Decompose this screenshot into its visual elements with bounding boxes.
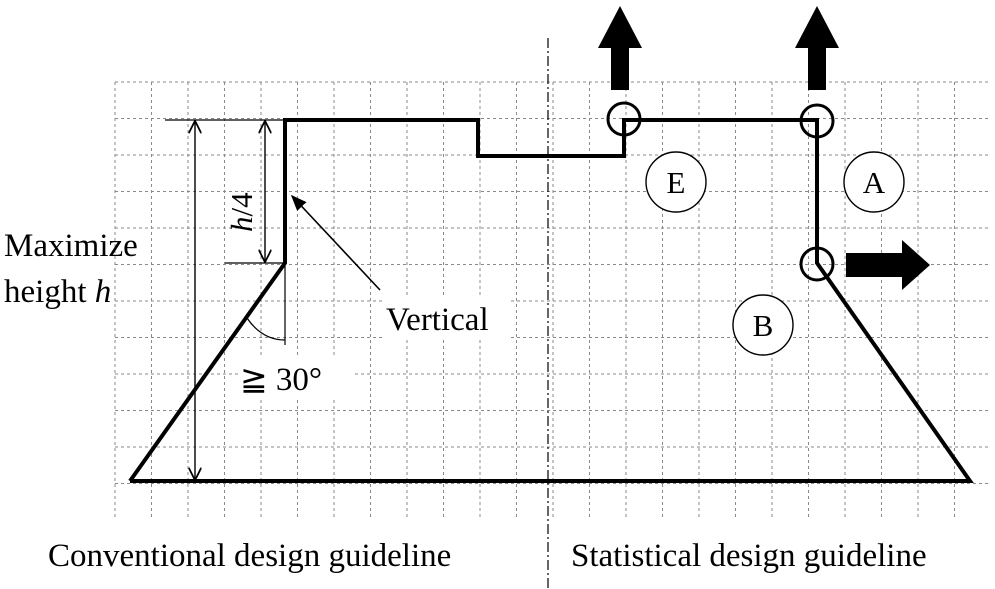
marker-circle-a: [799, 103, 835, 139]
up-arrow-icon-e: [598, 6, 642, 90]
maximize-label: Maximize: [4, 228, 138, 264]
right-arrow-icon-b: [846, 240, 930, 290]
angle-arc: [246, 317, 286, 341]
conventional-guideline-caption: Conventional design guideline: [48, 538, 451, 574]
dashed-grid: [114, 81, 990, 518]
statistical-guideline-caption: Statistical design guideline: [571, 538, 927, 574]
vertical-label-backdrop: [382, 296, 508, 338]
label-a: A: [863, 165, 886, 200]
label-e: E: [667, 165, 686, 200]
height-h-label: height h: [4, 274, 111, 310]
label-circle-b: [732, 294, 794, 356]
marker-circle-b: [799, 246, 835, 282]
up-arrow-icon-a: [795, 6, 839, 90]
vertical-label: Vertical: [386, 302, 489, 338]
quarter-height-label: h/4: [224, 192, 259, 232]
angle-label-backdrop: [238, 358, 352, 398]
label-b: B: [753, 308, 774, 343]
cross-section-outline: [128, 118, 974, 483]
label-circle-e: [645, 151, 707, 213]
marker-circle-e: [606, 101, 642, 137]
label-circle-a: [843, 151, 905, 213]
vertical-pointer-arrow: [290, 194, 381, 291]
angle-label: ≧ 30°: [240, 362, 322, 398]
